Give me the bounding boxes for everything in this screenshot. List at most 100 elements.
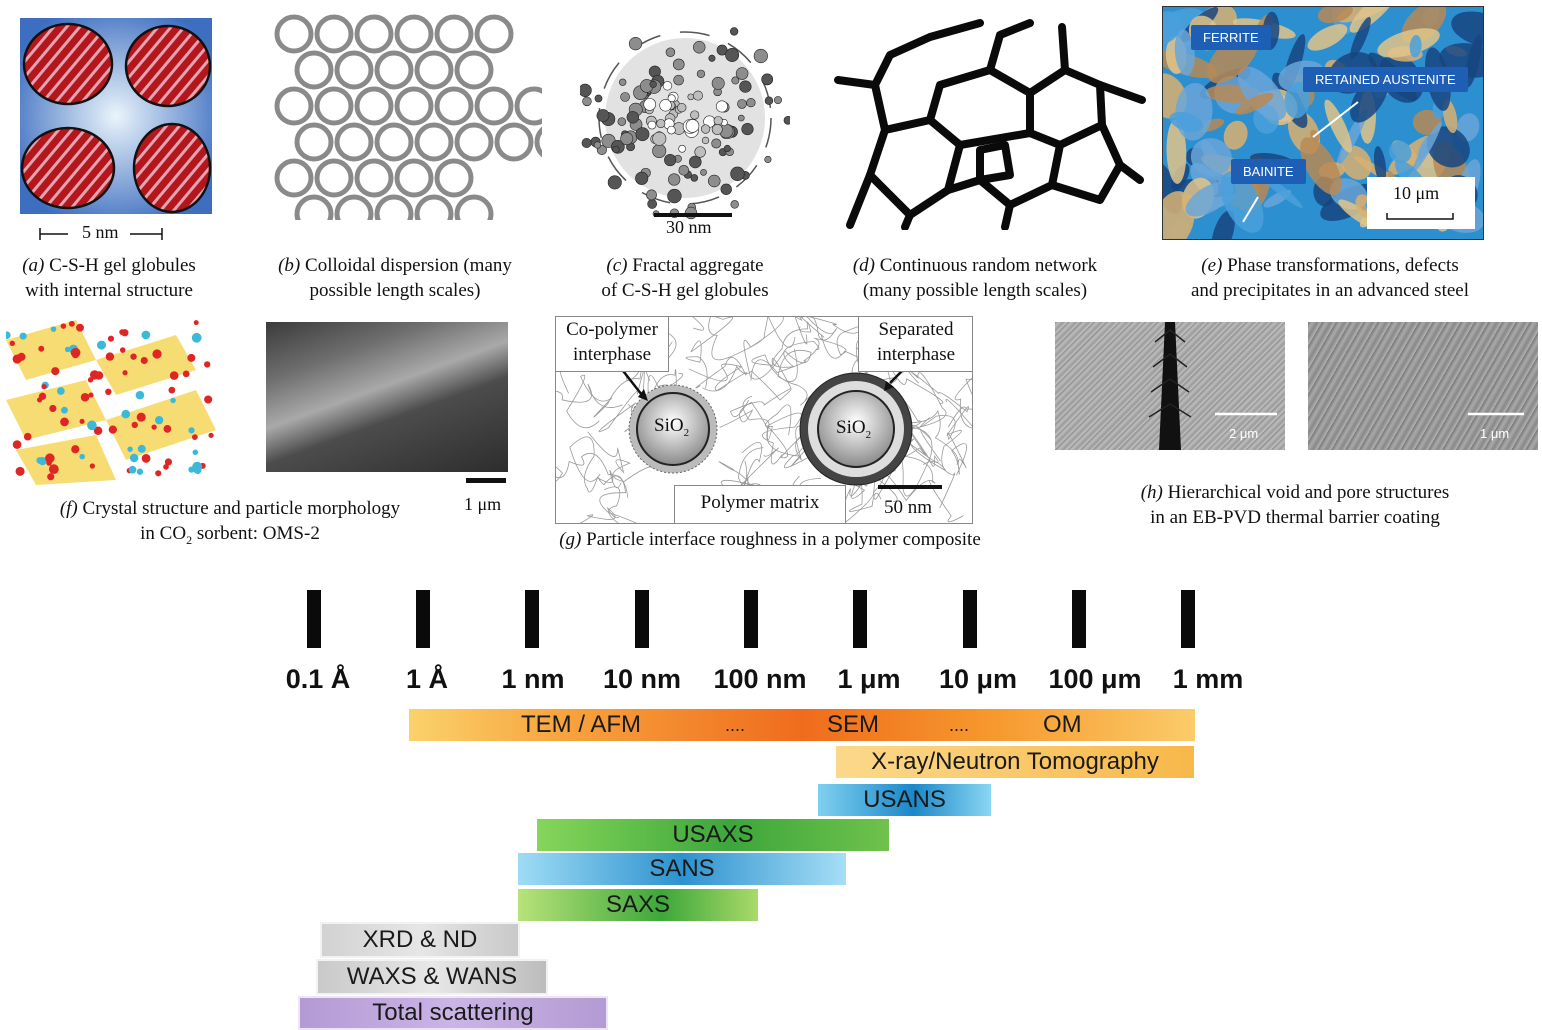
tem-dots-2: ....	[949, 714, 970, 735]
panel-a-gel-globules	[20, 18, 212, 214]
steel-scale-label: 10 μm	[1393, 183, 1440, 203]
panel-c-caption-line1: Fractal aggregate	[632, 255, 764, 276]
panel-b-colloidal-dispersion	[272, 10, 574, 234]
panel-h-caption-line1: Hierarchical void and pore structures	[1167, 482, 1450, 503]
technique-bar-usaxs: USAXS	[537, 819, 889, 851]
panel-d-caption-line2: (many possible length scales)	[862, 280, 1088, 301]
panel-b-caption-line1: Colloidal dispersion (many	[305, 255, 512, 276]
panel-e-letter: (e)	[1201, 255, 1223, 276]
panel-g-letter: (g)	[559, 529, 582, 550]
steel-scale-bar	[1386, 213, 1454, 220]
scale-label-1-angstrom: 1 Å	[405, 664, 449, 694]
random-network-image	[834, 19, 1146, 231]
scale-label-10-um: 10 μm	[938, 664, 1018, 694]
panel-c-caption: (c) Fractal aggregate of C-S-H gel globu…	[560, 253, 810, 303]
technique-bar-sans: SANS	[518, 853, 846, 885]
panel-g-caption: (g) Particle interface roughness in a po…	[520, 527, 1020, 552]
panel-a-letter: (a)	[22, 255, 45, 276]
technique-bar-xray-tomography: X-ray/Neutron Tomography	[836, 746, 1194, 778]
colloid-circles-image	[274, 14, 574, 234]
panel-f-letter: (f)	[59, 498, 78, 519]
panel-b-caption: (b) Colloidal dispersion (many possible …	[250, 253, 540, 303]
panel-a-scale-label: 5 nm	[82, 222, 119, 242]
panel-c-letter: (c)	[606, 255, 628, 276]
scale-label-0-1-angstrom: 0.1 Å	[285, 664, 351, 694]
scale-tick	[525, 590, 539, 648]
tem-afm-label: TEM / AFM	[521, 711, 641, 738]
panel-a-caption: (a) C-S-H gel globules with internal str…	[0, 253, 218, 303]
technique-bar-tem-sem-om: TEM / AFM .... SEM .... OM	[409, 709, 1195, 741]
scale-tick	[744, 590, 758, 648]
panel-f-caption-line2: in CO2 sorbent: OMS-2	[140, 523, 320, 547]
panel-e-steel-micrograph: FERRITE RETAINED AUSTENITE BAINITE 10 μm	[1162, 6, 1484, 240]
panel-g-caption-text: Particle interface roughness in a polyme…	[586, 529, 981, 550]
panel-h-left-micrograph: 2 μm	[1055, 322, 1285, 450]
scale-label-1-um: 1 μm	[837, 664, 901, 694]
crystal-structure-image	[3, 320, 216, 485]
panel-b-letter: (b)	[278, 255, 301, 276]
scale-tick	[635, 590, 649, 648]
panel-d-random-network	[830, 15, 1148, 231]
panel-g-scale-bar	[878, 485, 942, 489]
panel-f-scale-label: 1 μm	[464, 494, 502, 514]
panel-f-caption-line1: Crystal structure and particle morpholog…	[82, 498, 401, 519]
panel-b-caption-line2: possible length scales)	[309, 280, 481, 301]
panel-a-caption-line1: C-S-H gel globules	[49, 255, 196, 276]
scale-tick	[963, 590, 977, 648]
panel-d-caption-line1: Continuous random network	[879, 255, 1098, 276]
panel-d-letter: (d)	[852, 255, 875, 276]
scale-tick	[307, 590, 321, 648]
panel-c-scale-label: 30 nm	[666, 217, 712, 237]
void-columns-image: 2 μm	[1148, 322, 1277, 450]
panel-e-caption-line1: Phase transformations, defects	[1227, 255, 1459, 276]
gel-globules-image	[20, 18, 212, 214]
scale-tick	[1181, 590, 1195, 648]
technique-bar-total-scattering: Total scattering	[298, 996, 608, 1030]
polymer-matrix-label: Polymer matrix	[674, 485, 846, 523]
panel-g-scale-label: 50 nm	[884, 497, 933, 518]
panel-h-left-scale-label: 2 μm	[1229, 426, 1258, 441]
panel-e-caption-line2: and precipitates in an advanced steel	[1190, 280, 1469, 301]
pore-structure-image: 1 μm	[1468, 412, 1524, 441]
om-label: OM	[1043, 711, 1082, 738]
panel-e-caption: (e) Phase transformations, defects and p…	[1160, 253, 1500, 303]
scale-tick	[1072, 590, 1086, 648]
steel-label-retained-austenite: RETAINED AUSTENITE	[1303, 67, 1468, 92]
steel-label-ferrite: FERRITE	[1191, 25, 1271, 50]
technique-bar-usans: USANS	[818, 784, 991, 816]
panel-h-caption-line2: in an EB-PVD thermal barrier coating	[1150, 507, 1440, 528]
panel-c-caption-line2: of C-S-H gel globules	[601, 280, 769, 301]
scale-label-100-nm: 100 nm	[713, 664, 807, 694]
panel-a-scale-bar	[39, 228, 163, 240]
panel-c-fractal-aggregate	[578, 10, 793, 220]
scale-label-1-mm: 1 mm	[1172, 664, 1244, 694]
scale-tick	[416, 590, 430, 648]
technique-bar-saxs: SAXS	[518, 889, 758, 921]
panel-h-right-micrograph: 1 μm	[1308, 322, 1538, 450]
tem-dots-1: ....	[725, 714, 746, 735]
panel-c-scale-bar	[654, 213, 732, 217]
technique-bar-waxs-wans: WAXS & WANS	[316, 959, 548, 995]
panel-h-caption: (h) Hierarchical void and pore structure…	[1090, 480, 1500, 530]
panel-f-crystal-structure	[3, 320, 218, 485]
sio2-label-left: SiO2	[654, 415, 690, 439]
sio2-label-right: SiO2	[836, 417, 872, 441]
scale-label-1-nm: 1 nm	[501, 664, 565, 694]
panel-f-sem-photo	[266, 322, 508, 472]
technique-bar-xrd-nd: XRD & ND	[320, 922, 520, 958]
steel-label-bainite: BAINITE	[1231, 159, 1306, 184]
sem-label: SEM	[827, 711, 880, 738]
panel-h-letter: (h)	[1140, 482, 1163, 503]
steel-scale-box: 10 μm	[1367, 177, 1475, 229]
panel-d-caption: (d) Continuous random network (many poss…	[830, 253, 1120, 303]
scale-label-100-um: 100 μm	[1048, 664, 1142, 694]
panel-f-caption: (f) Crystal structure and particle morph…	[20, 496, 440, 553]
scale-tick	[853, 590, 867, 648]
panel-h-right-scale-label: 1 μm	[1480, 426, 1509, 441]
panel-f-scale-bar	[466, 478, 506, 483]
fractal-aggregate-image	[578, 27, 793, 220]
scale-label-10-nm: 10 nm	[602, 664, 682, 694]
